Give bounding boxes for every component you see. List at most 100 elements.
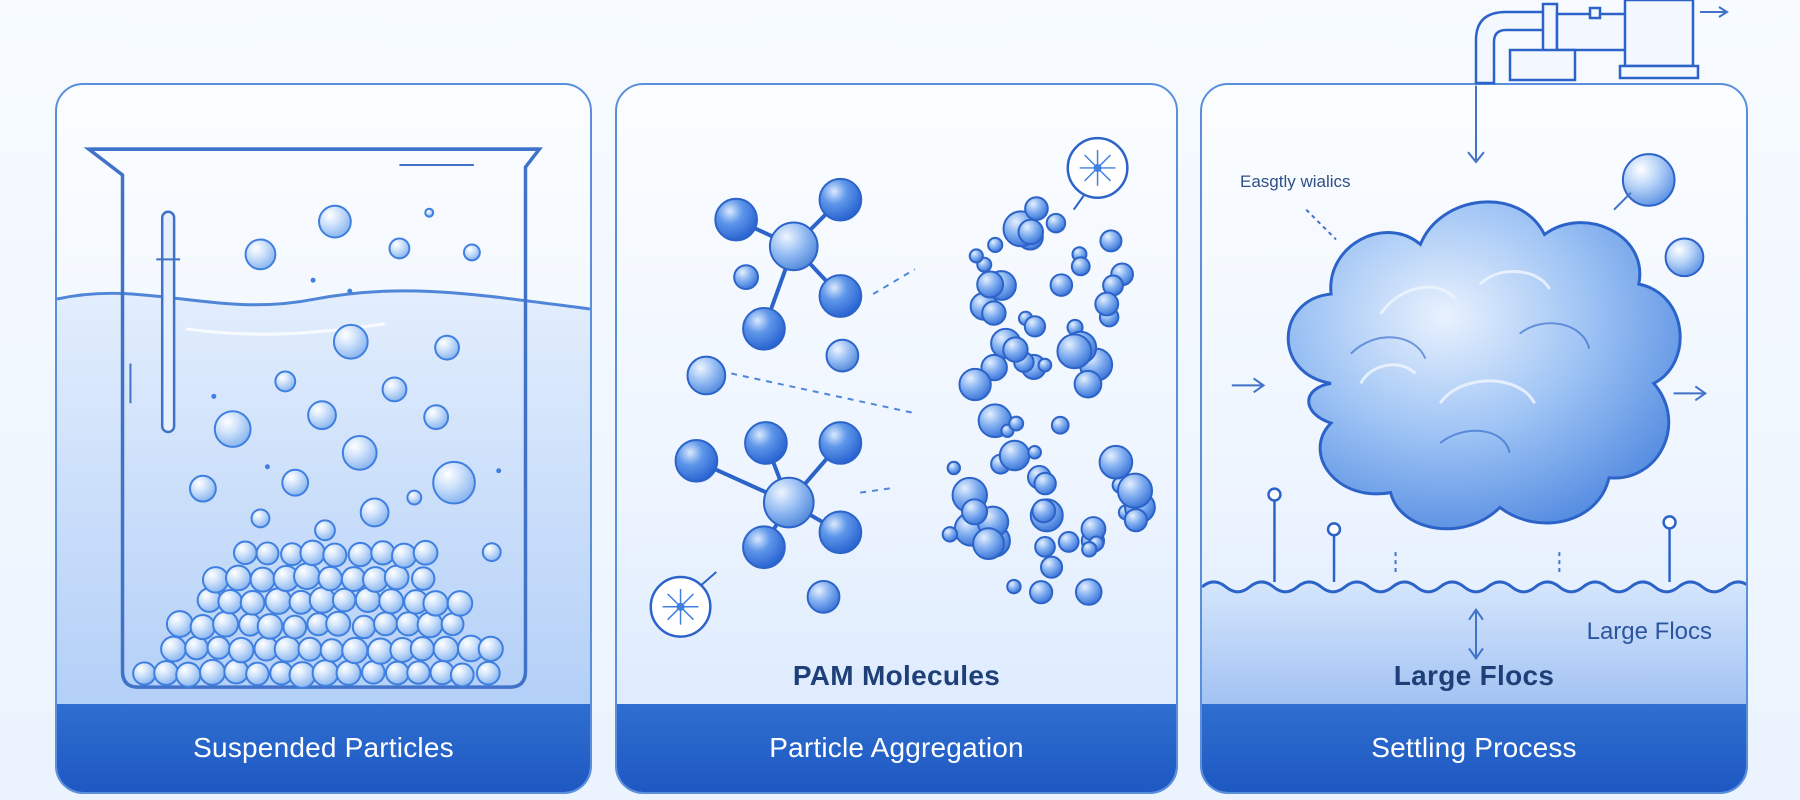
- settled-particle: [175, 661, 202, 688]
- aggregate-particle: [998, 439, 1031, 472]
- magnifier-badge-bottom: [649, 571, 717, 638]
- aggregate-particle: [1073, 369, 1103, 399]
- aggregate-particle: [1027, 444, 1042, 460]
- aggregate-particle: [1017, 218, 1045, 246]
- settled-particle: [132, 661, 157, 686]
- settled-particle: [206, 635, 231, 660]
- settled-particle: [165, 610, 194, 638]
- molecule-icon: [649, 136, 1156, 638]
- panel-3-band-label: Settling Process: [1371, 732, 1577, 763]
- panel-suspended-particles: Suspended Particles: [55, 83, 592, 794]
- settled-particle: [201, 566, 230, 594]
- large-flocs-side-label: Large Flocs: [1586, 618, 1712, 645]
- settled-particle: [228, 636, 255, 664]
- settled-particle: [370, 540, 396, 566]
- settled-particle: [153, 660, 180, 686]
- settled-particle: [293, 562, 321, 591]
- aggregate-particle: [958, 367, 992, 402]
- settled-particle: [331, 587, 357, 613]
- aggregate-particle: [968, 248, 984, 264]
- settled-particle: [325, 610, 352, 637]
- settled-particle: [319, 638, 345, 663]
- aggregate-particle: [981, 300, 1007, 326]
- aggregate-particle: [1050, 415, 1070, 435]
- settled-particle: [410, 566, 436, 591]
- aggregate-particle: [1045, 212, 1067, 234]
- aggregate-particle: [972, 527, 1005, 561]
- settled-particle: [373, 611, 398, 637]
- aggregate-particle: [1024, 196, 1049, 221]
- settled-particle: [347, 541, 374, 568]
- aggregate-particle: [1099, 229, 1123, 253]
- settled-particle: [477, 635, 504, 662]
- panel-settling-process: Easgtly wialics Large Flocs Large Flocs …: [1200, 83, 1748, 794]
- settled-particle: [366, 637, 395, 665]
- settled-particle: [297, 636, 323, 662]
- aggregate-particle: [941, 526, 959, 543]
- settled-particle: [288, 661, 317, 689]
- aggregate-particle: [1070, 256, 1091, 277]
- aggregate-particle: [946, 460, 961, 476]
- settled-particle: [199, 658, 226, 686]
- floc-annotation: Easgtly wialics: [1240, 172, 1351, 191]
- panel-3-heading: Large Flocs: [1393, 660, 1555, 691]
- settled-particle: [311, 659, 340, 687]
- settled-particle: [406, 660, 431, 685]
- settled-particle: [189, 613, 216, 641]
- settled-particle: [391, 542, 418, 569]
- settled-particle: [432, 635, 460, 663]
- magnifier-badge-top: [1066, 136, 1129, 211]
- panel-1-band-label: Suspended Particles: [193, 732, 454, 763]
- beaker-icon: [57, 147, 590, 792]
- settled-particle: [351, 614, 377, 640]
- aggregate-particle: [961, 498, 989, 526]
- settled-particle: [383, 564, 410, 591]
- aggregate-particle: [1008, 415, 1025, 432]
- aggregate-particle: [1006, 578, 1022, 595]
- settled-particle: [245, 661, 270, 687]
- settled-particle: [249, 566, 276, 593]
- settled-particle: [256, 613, 284, 640]
- settled-particle: [335, 659, 362, 686]
- aggregate-particle: [1057, 531, 1080, 553]
- settled-particle: [475, 660, 501, 686]
- settled-particle: [395, 611, 421, 637]
- aggregate-particle: [1074, 578, 1103, 606]
- aggregate-particle: [1098, 444, 1134, 480]
- aggregate-particle: [1031, 498, 1057, 524]
- aggregate-particle: [1081, 541, 1098, 558]
- settled-particle: [409, 636, 435, 662]
- settled-particle: [282, 614, 308, 640]
- aggregate-particle: [987, 236, 1004, 254]
- aggregate-particle: [1116, 472, 1154, 509]
- settled-particle: [239, 589, 266, 616]
- settled-particle: [224, 564, 252, 592]
- panel-2-band-label: Particle Aggregation: [769, 732, 1024, 763]
- aggregate-particle: [1039, 555, 1064, 579]
- settled-particle: [273, 635, 301, 663]
- aggregate-particle: [1034, 536, 1056, 558]
- aggregate-particle: [976, 270, 1005, 299]
- settled-particle: [446, 590, 474, 617]
- aggregate-particle: [1123, 508, 1148, 533]
- aggregate-particle: [1023, 315, 1047, 338]
- settled-particle: [308, 586, 337, 614]
- settled-particle: [160, 635, 187, 663]
- settled-particle: [217, 588, 243, 615]
- settled-particle: [223, 658, 250, 685]
- settled-particle: [449, 662, 475, 688]
- settled-particle: [299, 539, 326, 567]
- aggregate-particle: [1033, 471, 1057, 496]
- aggregate-particle: [1029, 580, 1054, 605]
- panel-2-band: Particle Aggregation: [617, 704, 1176, 792]
- settled-particle: [317, 565, 343, 592]
- settled-particle: [232, 540, 258, 566]
- panel-3-band: Settling Process: [1202, 704, 1746, 792]
- aggregate-particle: [1094, 291, 1120, 317]
- panel-particle-aggregation: PAM Molecules Particle Aggregation: [615, 83, 1178, 794]
- settled-particle: [341, 636, 369, 665]
- settled-particle: [322, 542, 348, 568]
- aggregate-particle: [1002, 336, 1029, 363]
- settled-particle: [378, 588, 405, 615]
